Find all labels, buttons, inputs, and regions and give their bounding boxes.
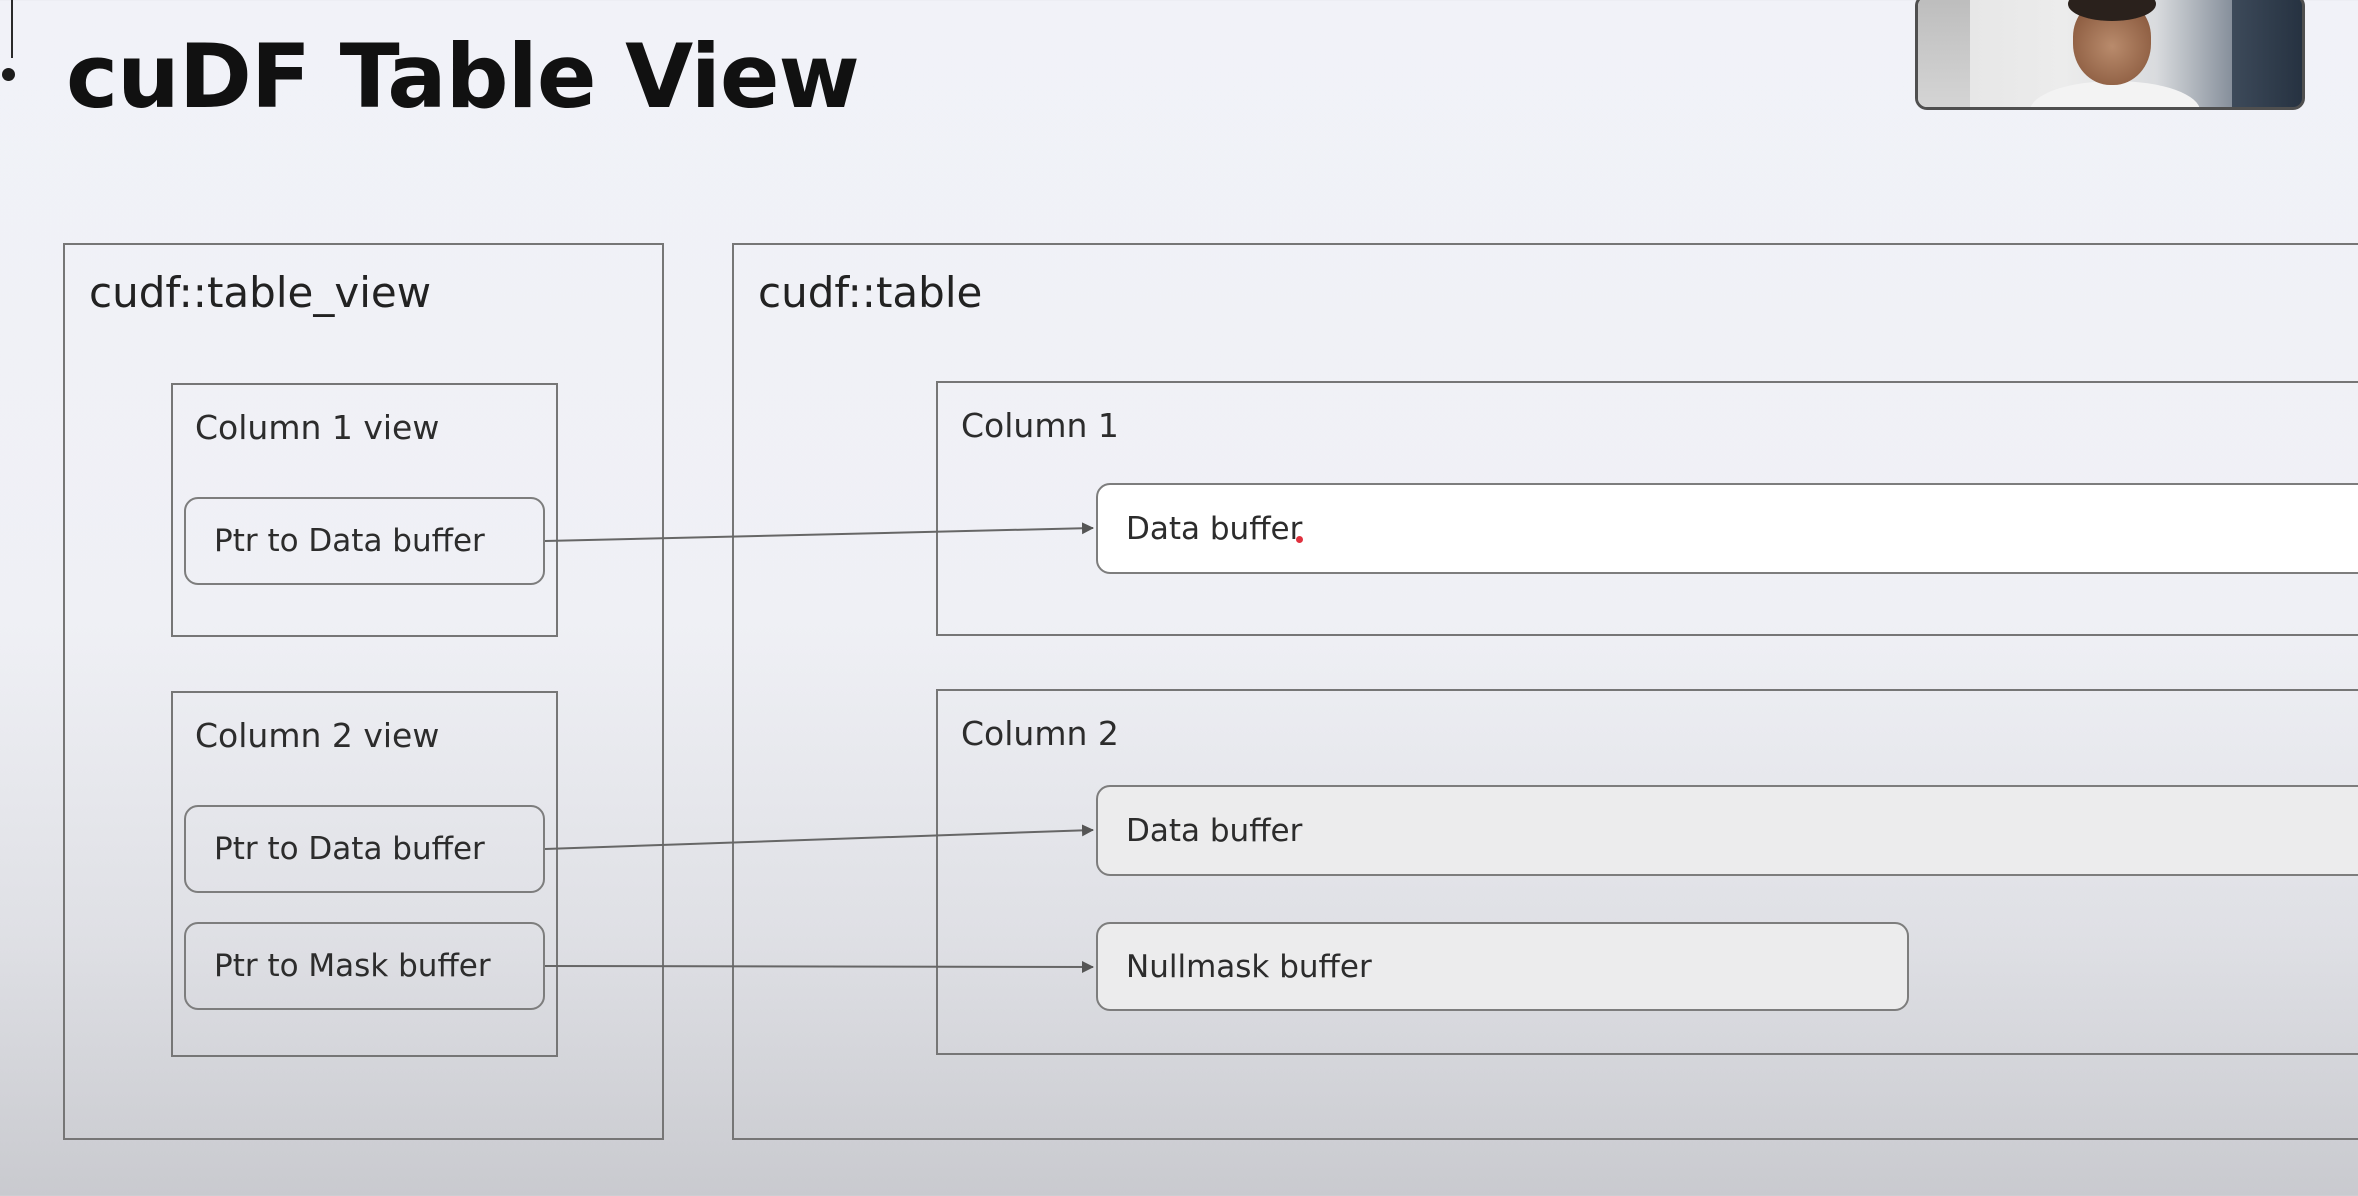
column-1-label: Column 1 bbox=[961, 406, 1119, 445]
webcam-person-hair bbox=[2068, 0, 2156, 21]
arrow-column-2-data bbox=[544, 824, 1094, 850]
presenter-webcam bbox=[1915, 0, 2305, 110]
slide-title: cuDF Table View bbox=[66, 25, 860, 128]
column-1-box bbox=[936, 381, 2358, 636]
column-1-data-pointer: Ptr to Data buffer bbox=[184, 497, 545, 585]
arrow-column-1-data bbox=[544, 522, 1094, 542]
column-2-label: Column 2 bbox=[961, 714, 1119, 753]
column-2-mask-pointer: Ptr to Mask buffer bbox=[184, 922, 545, 1010]
slide-accent-line bbox=[11, 0, 13, 58]
column-1-view-box bbox=[171, 383, 558, 637]
webcam-background-shelf bbox=[1918, 0, 1970, 107]
column-2-view-box bbox=[171, 691, 558, 1057]
column-1-data-buffer: Data buffer bbox=[1096, 483, 2358, 574]
table-box bbox=[732, 243, 2358, 1140]
table-label: cudf::table bbox=[758, 268, 983, 317]
laser-pointer-dot bbox=[1296, 536, 1303, 543]
table-view-box bbox=[63, 243, 664, 1140]
column-2-data-pointer: Ptr to Data buffer bbox=[184, 805, 545, 893]
table-view-label: cudf::table_view bbox=[89, 268, 432, 317]
column-2-data-buffer: Data buffer bbox=[1096, 785, 2358, 876]
webcam-background-curtain bbox=[2232, 0, 2302, 107]
column-2-nullmask-buffer: Nullmask buffer bbox=[1096, 922, 1909, 1011]
column-1-view-label: Column 1 view bbox=[195, 408, 440, 447]
column-2-view-label: Column 2 view bbox=[195, 716, 440, 755]
arrow-column-2-mask bbox=[544, 960, 1094, 973]
column-2-box bbox=[936, 689, 2358, 1055]
slide-accent-dot bbox=[2, 68, 15, 81]
